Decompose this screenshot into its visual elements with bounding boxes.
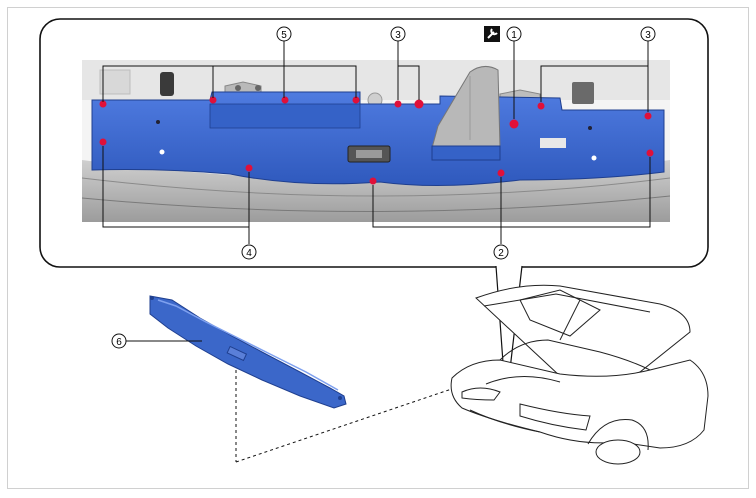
callout-1: 1 bbox=[506, 26, 522, 42]
callout-3b: 3 bbox=[640, 26, 656, 42]
vehicle-outline bbox=[450, 284, 709, 465]
dashed-relation-lines bbox=[235, 370, 491, 463]
callout-1-label: 1 bbox=[511, 30, 517, 41]
callout-6-label: 6 bbox=[116, 337, 122, 348]
wrench-icon bbox=[484, 26, 500, 42]
callout-5-label: 5 bbox=[281, 30, 287, 41]
callout-5: 5 bbox=[276, 26, 292, 42]
callout-2: 2 bbox=[493, 244, 509, 260]
engine-bay-photo bbox=[82, 60, 670, 222]
callout-6: 6 bbox=[111, 333, 202, 349]
callout-4-label: 4 bbox=[246, 248, 252, 259]
callout-2-label: 2 bbox=[498, 248, 504, 259]
callout-4: 4 bbox=[241, 244, 257, 260]
callout-group: 5 3 1 3 4 2 bbox=[241, 26, 656, 260]
callout-3a: 3 bbox=[390, 26, 406, 42]
clip-markers bbox=[99, 96, 654, 185]
upper-cover-part bbox=[149, 295, 347, 409]
callout-3a-label: 3 bbox=[395, 30, 401, 41]
callout-3b-label: 3 bbox=[645, 30, 651, 41]
leader-lines bbox=[102, 41, 651, 244]
